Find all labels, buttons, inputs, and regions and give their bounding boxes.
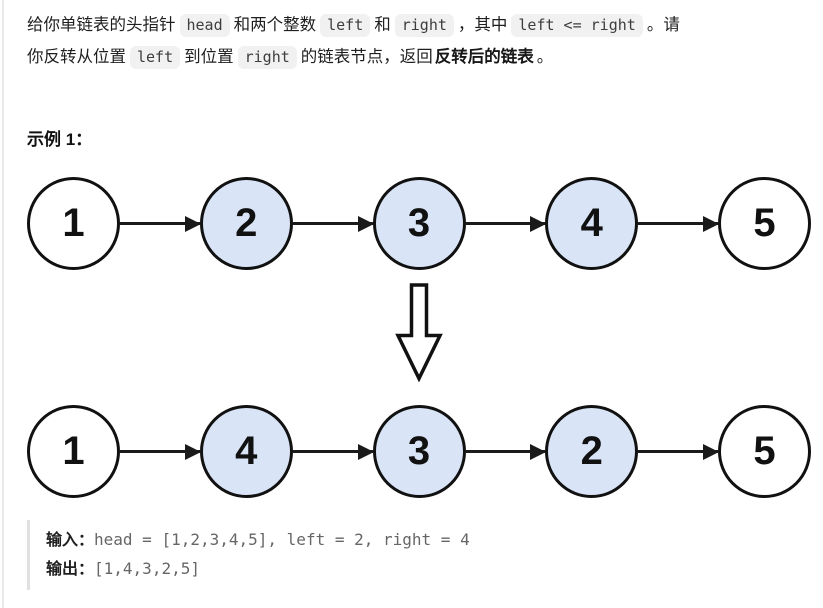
next-pointer-arrow xyxy=(120,450,200,453)
linked-list-before: 1 2 3 4 5 xyxy=(27,177,811,270)
linked-list-diagram: 1 2 3 4 5 1 4 3 2 5 xyxy=(27,177,811,498)
list-node-1: 1 xyxy=(27,177,120,270)
example-1-io-block: 输入：head = [1,2,3,4,5], left = 2, right =… xyxy=(27,520,811,590)
list-node-3: 3 xyxy=(372,177,466,270)
down-arrow-icon xyxy=(395,283,443,382)
list-node-5: 5 xyxy=(718,177,811,270)
statement-text: 和 xyxy=(374,16,391,34)
list-node-1: 1 xyxy=(27,405,120,498)
next-pointer-arrow xyxy=(292,450,373,453)
transform-indicator xyxy=(27,283,811,382)
input-label: 输入： xyxy=(46,532,95,549)
list-node-3: 3 xyxy=(372,405,466,498)
bold-reversed-list: 反转后的链表 xyxy=(434,48,534,66)
next-pointer-arrow xyxy=(638,450,718,453)
output-label: 输出： xyxy=(46,561,95,578)
list-node-2: 2 xyxy=(545,405,639,498)
example-output-line: 输出：[1,4,3,2,5] xyxy=(46,555,811,584)
inline-code-right: right xyxy=(394,14,454,37)
next-pointer-arrow xyxy=(465,222,546,225)
statement-text: 。 xyxy=(536,48,554,66)
statement-text: 你反转从位置 xyxy=(27,48,126,66)
statement-text: 。请 xyxy=(646,16,680,34)
inline-code-right: right xyxy=(237,46,297,69)
example-input-line: 输入：head = [1,2,3,4,5], left = 2, right =… xyxy=(46,526,811,555)
input-value: head = [1,2,3,4,5], left = 2, right = 4 xyxy=(94,530,470,549)
next-pointer-arrow xyxy=(120,222,200,225)
next-pointer-arrow xyxy=(638,222,718,225)
statement-text: ，其中 xyxy=(457,16,508,34)
list-node-5: 5 xyxy=(718,405,811,498)
linked-list-after: 1 4 3 2 5 xyxy=(27,405,811,498)
example-1-heading: 示例 1： xyxy=(27,130,93,149)
output-value: [1,4,3,2,5] xyxy=(94,559,200,578)
list-node-4: 4 xyxy=(545,177,639,270)
inline-code-left-le-right: left <= right xyxy=(511,14,643,37)
statement-text: 和两个整数 xyxy=(233,16,317,34)
list-node-2: 2 xyxy=(199,177,293,270)
inline-code-left: left xyxy=(130,46,181,69)
inline-code-left: left xyxy=(320,14,371,37)
next-pointer-arrow xyxy=(465,450,546,453)
list-node-4: 4 xyxy=(199,405,293,498)
statement-text: 给你单链表的头指针 xyxy=(27,16,176,34)
next-pointer-arrow xyxy=(292,222,373,225)
panel-left-border xyxy=(2,0,4,608)
statement-text: 到位置 xyxy=(184,48,234,66)
statement-text: 的链表节点，返回 xyxy=(300,48,433,66)
inline-code-head: head xyxy=(179,14,230,37)
